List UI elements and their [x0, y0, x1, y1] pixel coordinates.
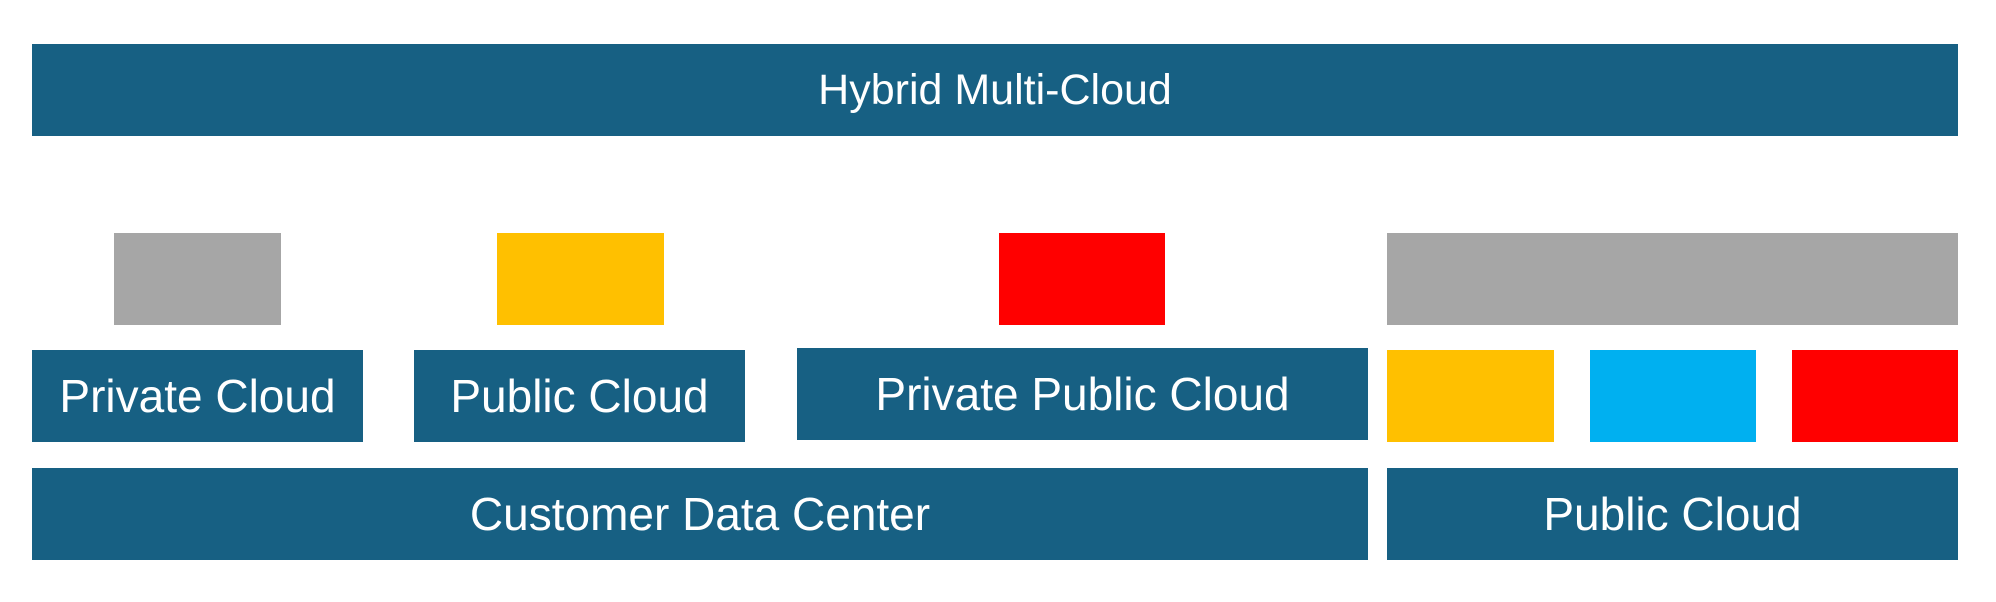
customer-data-center-label: Customer Data Center: [469, 488, 931, 540]
public-cloud-provider-red: [1792, 350, 1958, 442]
public-cloud-group-box: Public Cloud: [1387, 468, 1958, 560]
public-cloud-provider-yellow: [1387, 350, 1554, 442]
public-cloud-provider-blue: [1590, 350, 1756, 442]
public-cloud-group-indicator-gray: [1387, 233, 1958, 325]
private-public-cloud-box: Private Public Cloud: [797, 348, 1368, 440]
private-cloud-indicator-gray: [114, 233, 281, 325]
public-cloud-group-label: Public Cloud: [1543, 488, 1802, 540]
private-cloud-label: Private Cloud: [59, 370, 336, 422]
customer-data-center-box: Customer Data Center: [32, 468, 1368, 560]
public-cloud-box: Public Cloud: [414, 350, 745, 442]
public-cloud-indicator-yellow: [497, 233, 664, 325]
hybrid-multi-cloud-label: Hybrid Multi-Cloud: [818, 65, 1172, 114]
public-cloud-label: Public Cloud: [450, 370, 709, 422]
private-public-cloud-indicator-red: [999, 233, 1165, 325]
hybrid-multi-cloud-banner: Hybrid Multi-Cloud: [32, 44, 1958, 136]
private-public-cloud-label: Private Public Cloud: [875, 368, 1290, 420]
private-cloud-box: Private Cloud: [32, 350, 363, 442]
